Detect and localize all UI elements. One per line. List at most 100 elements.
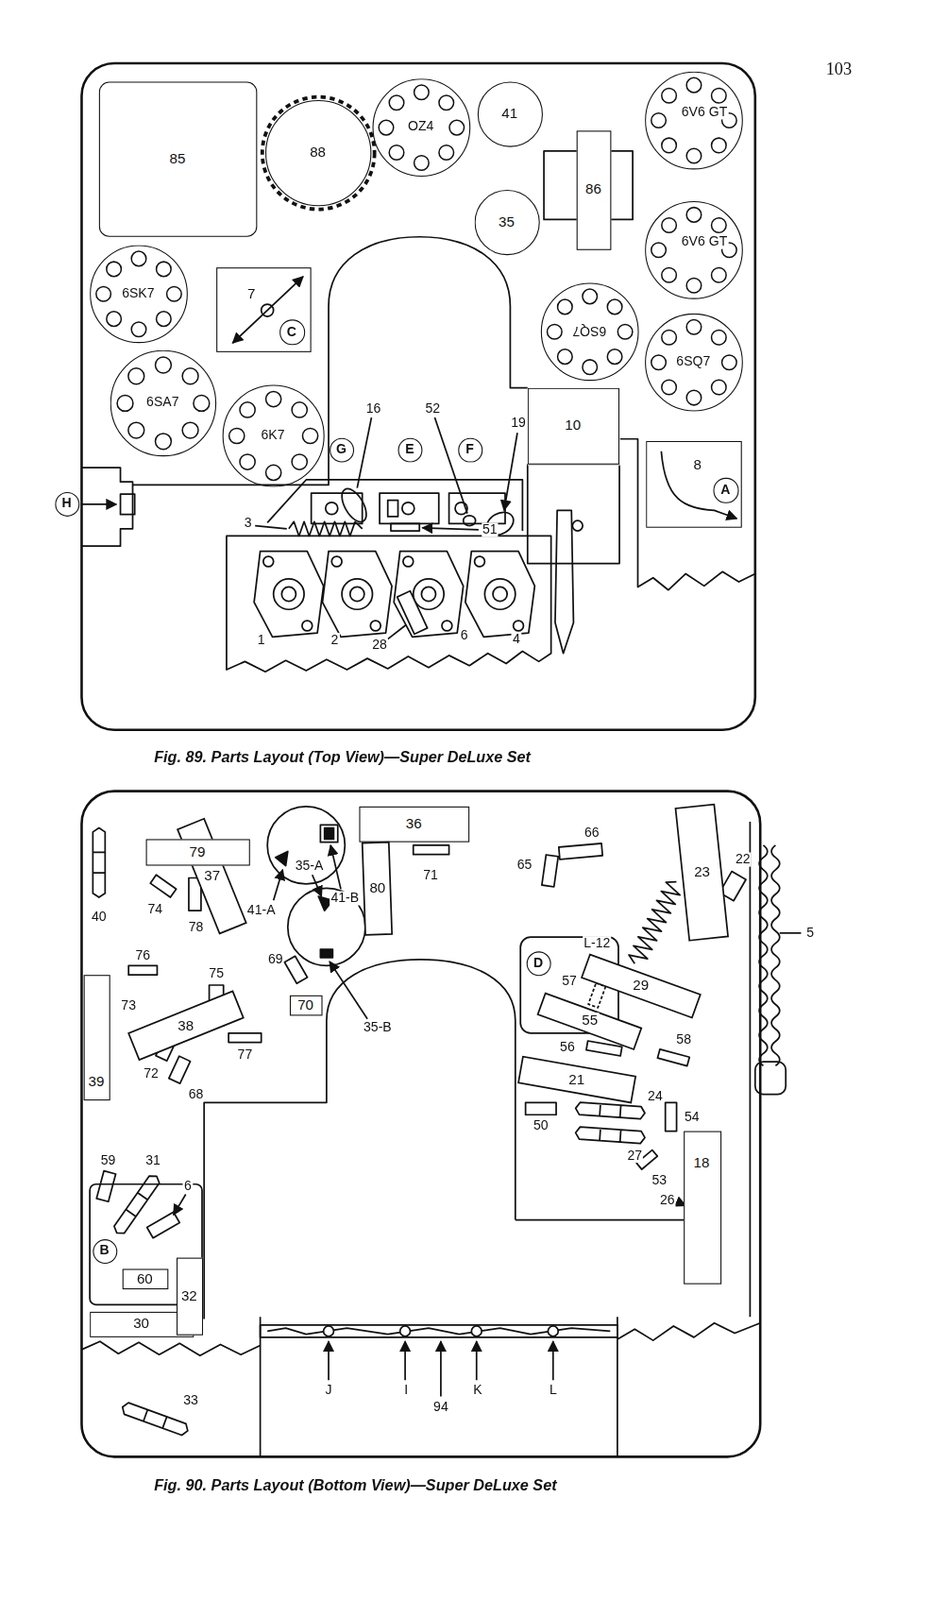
leader-line [779,931,802,934]
component-outline [759,845,768,1066]
part-label: F [464,441,475,457]
callout-number: 24 [646,1088,664,1103]
terminal-strip [547,1325,559,1336]
component-box: 36 [358,806,470,843]
leader-line [329,961,368,1019]
terminal-strip [471,1325,482,1336]
alignment-assembly [465,551,535,638]
component-outline [147,1211,181,1237]
tube-pin [686,277,702,293]
chassis-outline [515,1218,684,1221]
callout-number: 28 [371,637,389,652]
tube-pin [439,95,455,111]
adjustment-arrow [660,451,737,519]
component-outline [324,828,335,840]
tube-socket: 6SQ7 [644,313,744,412]
chassis-outline [81,791,761,1457]
callout-number: 73 [119,997,137,1013]
callout-number: 35-A [294,858,325,873]
part-label: 38 [176,1017,195,1034]
adjustment-arrow [261,304,274,317]
alignment-assembly [390,523,420,531]
callout-number: 16 [365,401,383,416]
tube-pin [617,323,633,339]
callout-number: J [323,1382,333,1397]
callout-number: 57 [560,973,578,988]
component-outline [572,520,583,531]
leader-line [330,845,341,889]
tube-socket: 6K7 [222,384,325,487]
callout-number: 35-B [362,1019,393,1034]
callout-number: 59 [100,1152,118,1167]
component-outline [581,954,701,1018]
component-outline [538,992,643,1049]
part-label: G [335,441,348,457]
callout-number: 27 [625,1148,643,1163]
component-box: 18 [683,1131,722,1285]
alignment-assembly [393,551,463,638]
component-outline [527,464,620,564]
component-outline [755,1061,786,1095]
component-outline [284,955,307,983]
leader-line [327,1340,330,1380]
alignment-assembly [413,578,444,609]
alignment-assembly [322,551,392,638]
callout-number: 50 [532,1117,550,1133]
callout-number: 19 [509,415,527,430]
component-box: 70 [289,995,323,1015]
component-box: 79 [146,838,251,865]
alignment-assembly [393,551,463,638]
tube-pin [686,389,702,406]
leader-line [356,417,372,489]
leader-line [434,417,468,514]
tube-pin [388,145,405,161]
callout-number: 26 [659,1192,677,1207]
component-outline [588,982,606,1008]
tube-pin [155,356,172,373]
part-label: 18 [692,1154,711,1171]
alignment-assembly [441,620,453,631]
tube-socket: 6SQ7 [541,282,640,381]
adjustment-marker: E [398,438,423,463]
tube-pin [167,286,183,302]
component-outline [626,877,685,968]
part-label: 60 [135,1269,154,1286]
figure-caption: Fig. 90. Parts Layout (Bottom View)—Supe… [152,1476,559,1494]
component-outline [92,828,105,897]
component-box: 10 [527,388,620,465]
callout-number: 72 [142,1065,160,1081]
adjustment-marker: C [279,320,305,345]
tube-pin [661,379,677,395]
part-label: C [286,323,298,339]
callout-number: 56 [558,1039,576,1054]
adjustment-panel: 8A [645,440,743,528]
tube-pin [131,321,147,338]
component-outline [657,1048,690,1066]
tube-pin [128,368,145,385]
page-number: 103 [825,59,854,79]
leader-line [422,527,478,530]
callout-number: K [472,1382,484,1397]
part-label: B [99,1243,111,1258]
part-label: 10 [563,417,582,434]
tube-pin [651,113,667,129]
component-outline [541,854,559,887]
alignment-assembly [263,556,274,567]
component-box: 55 [536,990,644,1051]
callout-number: 40 [90,909,108,924]
tube-pin [106,261,122,277]
component-outline [574,1101,645,1119]
tube-pin [661,330,677,346]
component-outline [81,467,133,546]
callout-number: 6 [183,1178,193,1193]
adjustment-marker: F [458,438,483,462]
chassis-outline [81,791,761,1457]
part-label: 29 [631,978,650,995]
part-label: 6V6 GT [680,235,729,250]
component-outline [120,1401,190,1437]
tube-socket: 6SK7 [89,244,188,343]
tube-pin [117,394,134,411]
tube-socket: OZ4 [372,78,471,177]
alignment-assembly [402,502,415,515]
